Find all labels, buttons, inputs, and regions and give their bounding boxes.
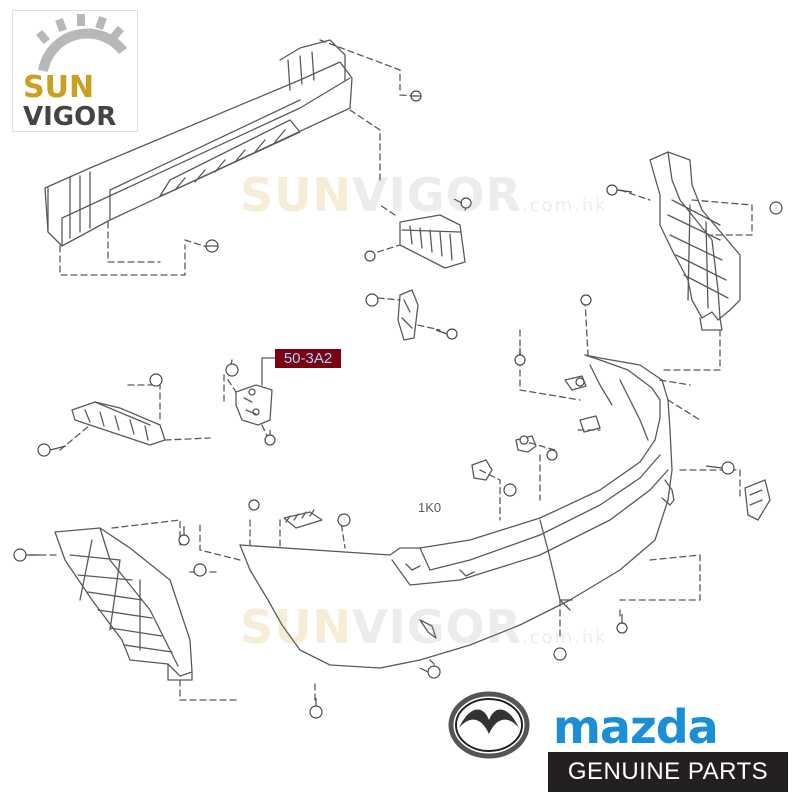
guide-lines-beam (59, 39, 416, 276)
left-upper-bracket (71, 401, 166, 446)
watermark-domain: .com.hk (521, 627, 608, 648)
bolt (606, 184, 633, 196)
bolt (264, 430, 276, 446)
bolt (178, 526, 190, 546)
bumper-reinforcement-beam (44, 39, 353, 247)
bolt (514, 348, 526, 366)
guide-lines-centre-bracket (377, 297, 441, 331)
bolt (419, 665, 441, 679)
right-side-bracket (649, 151, 741, 331)
bolt (616, 614, 628, 634)
bolt (205, 239, 219, 253)
left-side-bracket (54, 527, 193, 681)
bolt (365, 293, 379, 307)
callout-leader-line (261, 357, 276, 386)
bolt (575, 377, 585, 387)
bolt (410, 90, 422, 102)
guide-lines-left-side (29, 519, 241, 701)
bolt (193, 563, 207, 577)
bolt (546, 449, 558, 461)
watermark-sun: SUN (240, 168, 352, 222)
bolt (519, 435, 529, 445)
bolt (309, 698, 323, 719)
centre-small-bracket (397, 289, 419, 341)
bolt (553, 647, 567, 661)
watermark-domain: .com.hk (521, 195, 608, 216)
part-number-callout: 50-3A2 (275, 349, 341, 368)
fasteners (13, 90, 783, 719)
rear-bumper-cover (239, 354, 675, 669)
watermark-lower: SUNVIGOR.com.hk (240, 600, 608, 654)
logo-sun-text: SUN (23, 70, 95, 105)
bolt (337, 513, 351, 527)
bolt (364, 250, 376, 262)
bolt (225, 363, 239, 377)
bolt (248, 499, 260, 511)
bolt (37, 443, 67, 457)
watermark-vigor: VIGOR (351, 600, 522, 654)
bolt (769, 201, 783, 215)
bolt (149, 373, 163, 387)
bracket-50-3A2 (235, 384, 273, 426)
bolt (453, 197, 472, 209)
bolt (13, 548, 40, 562)
bolt (580, 294, 592, 306)
diagram-fragment-label: 1K0 (418, 500, 441, 515)
mazda-emblem-icon (448, 691, 530, 759)
bolt (503, 483, 517, 497)
watermark-sun: SUN (240, 600, 352, 654)
gear-icon (36, 14, 127, 73)
mazda-wordmark: mazda (553, 700, 719, 754)
genuine-parts-banner: GENUINE PARTS (548, 752, 788, 792)
guide-lines-right-bracket (619, 189, 753, 371)
sunvigor-logo: SUN VIGOR (12, 10, 138, 132)
watermark-vigor: VIGOR (351, 168, 522, 222)
watermark-upper: SUNVIGOR.com.hk (240, 168, 608, 222)
logo-vigor-text: VIGOR (23, 102, 117, 132)
upper-support-bracket (399, 214, 466, 269)
bolt (705, 461, 735, 475)
retainer-clips (283, 375, 771, 529)
bolt (435, 328, 458, 340)
